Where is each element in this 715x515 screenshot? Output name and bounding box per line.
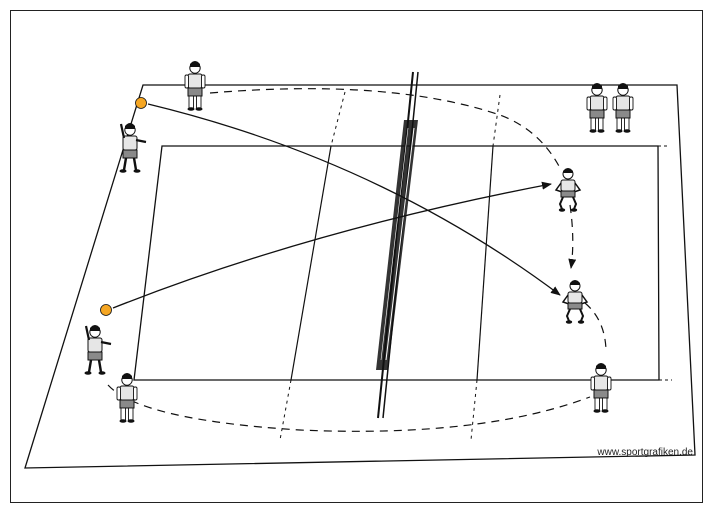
- net: [376, 71, 419, 419]
- ball-path-top-serve: [147, 103, 561, 296]
- player-icon: [612, 82, 634, 134]
- running-path-right-lower: [584, 302, 607, 351]
- attack-line-left-ext-bottom: [279, 379, 292, 441]
- attack-line-left-ext-top: [330, 91, 346, 147]
- credit-text: www.sportgrafiken.de: [597, 447, 693, 458]
- court-floor-outline: [24, 84, 696, 469]
- player-icon: [555, 167, 581, 213]
- running-path-right: [568, 204, 577, 269]
- attack-line-left: [290, 145, 332, 381]
- attack-line-right-ext-bottom: [470, 379, 478, 441]
- attack-line-right-ext-top: [492, 94, 501, 147]
- player-icon: [590, 362, 612, 414]
- player-icon: [562, 279, 588, 325]
- ball-icon: [100, 304, 112, 316]
- player-icon: [586, 82, 608, 134]
- running-path-top: [209, 88, 561, 169]
- ball-icon: [135, 97, 147, 109]
- player-icon: [118, 121, 148, 175]
- running-path-bottom: [107, 384, 591, 432]
- ball-path-bottom-serve: [112, 181, 552, 309]
- player-icon: [184, 60, 206, 112]
- player-icon: [83, 323, 113, 376]
- attack-line-right: [476, 145, 494, 381]
